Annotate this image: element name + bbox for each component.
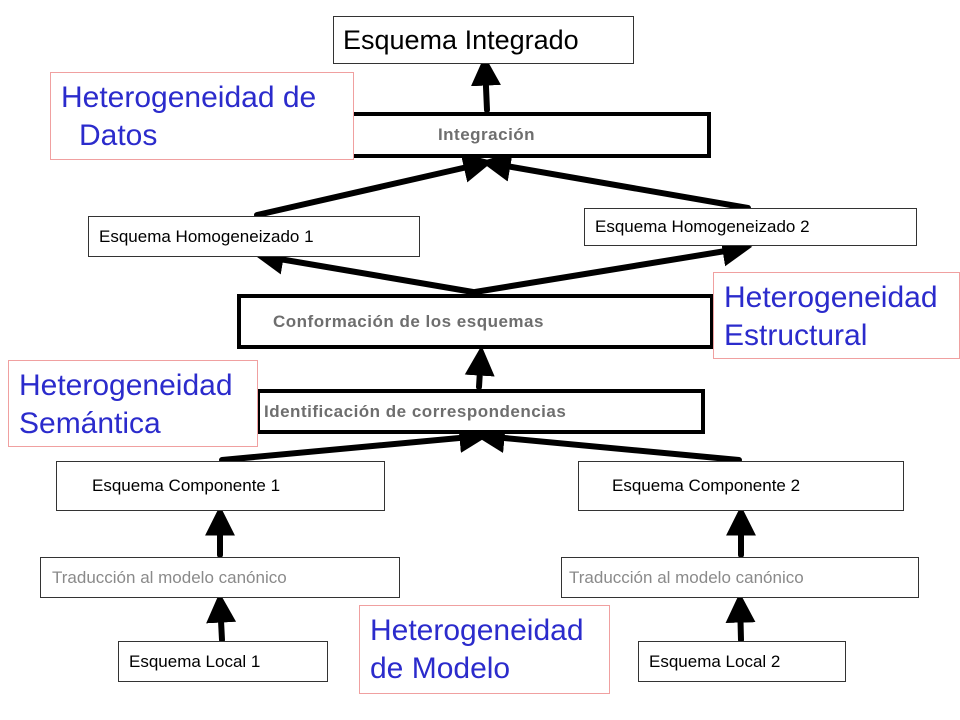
arrow-identification-to-conformation — [464, 345, 495, 390]
arrow-homog1-to-integration — [254, 153, 494, 218]
arrow-local1-to-translation1 — [206, 592, 237, 643]
arrow-component1-to-identification — [219, 423, 490, 463]
structural-heterogeneity-line2: Estructural — [724, 319, 868, 352]
homogenized-schema-1-label: Esquema Homogeneizado 1 — [99, 226, 314, 246]
semantic-heterogeneity-line1: Heterogeneidad — [19, 369, 233, 402]
arrow-conformation-to-homog1 — [253, 244, 476, 295]
homogenized-schema-1-box: Esquema Homogeneizado 1 — [88, 216, 420, 257]
homogenized-schema-2-box: Esquema Homogeneizado 2 — [584, 208, 917, 246]
identification-process-box: Identificación de correspondencias — [256, 389, 705, 434]
integrated-schema-label: Esquema Integrado — [343, 24, 579, 55]
model-heterogeneity-line1: Heterogeneidad — [370, 614, 584, 647]
arrow-integration-to-integrated — [470, 55, 501, 113]
identification-label: Identificación de correspondencias — [264, 401, 567, 421]
homogenized-schema-2-label: Esquema Homogeneizado 2 — [595, 217, 810, 236]
local-schema-1-box: Esquema Local 1 — [118, 641, 328, 682]
structural-heterogeneity-note: Heterogeneidad Estructural — [713, 272, 960, 359]
data-heterogeneity-line1: Heterogeneidad de — [61, 81, 317, 114]
component-schema-1-label: Esquema Componente 1 — [92, 476, 281, 495]
translation-1-box: Traducción al modelo canónico — [40, 557, 400, 598]
component-schema-2-box: Esquema Componente 2 — [578, 461, 904, 511]
structural-heterogeneity-line1: Heterogeneidad — [724, 281, 938, 314]
integration-label: Integración — [437, 125, 536, 144]
integrated-schema-box: Esquema Integrado — [333, 16, 634, 64]
model-heterogeneity-line2: de Modelo — [370, 652, 511, 685]
local-schema-1-label: Esquema Local 1 — [129, 651, 261, 671]
component-schema-2-label: Esquema Componente 2 — [612, 476, 801, 495]
semantic-heterogeneity-line2: Semántica — [19, 407, 161, 440]
arrow-conformation-to-homog2 — [472, 236, 753, 295]
arrow-local2-to-translation2 — [725, 592, 756, 643]
local-schema-2-label: Esquema Local 2 — [649, 651, 781, 671]
arrow-homog2-to-integration — [480, 151, 751, 211]
conformation-label: Conformación de los esquemas — [273, 311, 544, 331]
translation-2-label: Traducción al modelo canónico — [569, 567, 804, 587]
model-heterogeneity-note: Heterogeneidad de Modelo — [359, 605, 610, 694]
conformation-process-box: Conformación de los esquemas — [237, 294, 714, 349]
component-schema-1-box: Esquema Componente 1 — [56, 461, 385, 511]
semantic-heterogeneity-note: Heterogeneidad Semántica — [8, 360, 258, 447]
translation-2-box: Traducción al modelo canónico — [561, 557, 919, 598]
data-heterogeneity-note: Heterogeneidad de Datos — [50, 72, 354, 160]
arrow-component2-to-identification — [474, 423, 742, 463]
local-schema-2-box: Esquema Local 2 — [638, 641, 846, 682]
data-heterogeneity-line2: Datos — [79, 119, 158, 152]
translation-1-label: Traducción al modelo canónico — [52, 567, 287, 587]
